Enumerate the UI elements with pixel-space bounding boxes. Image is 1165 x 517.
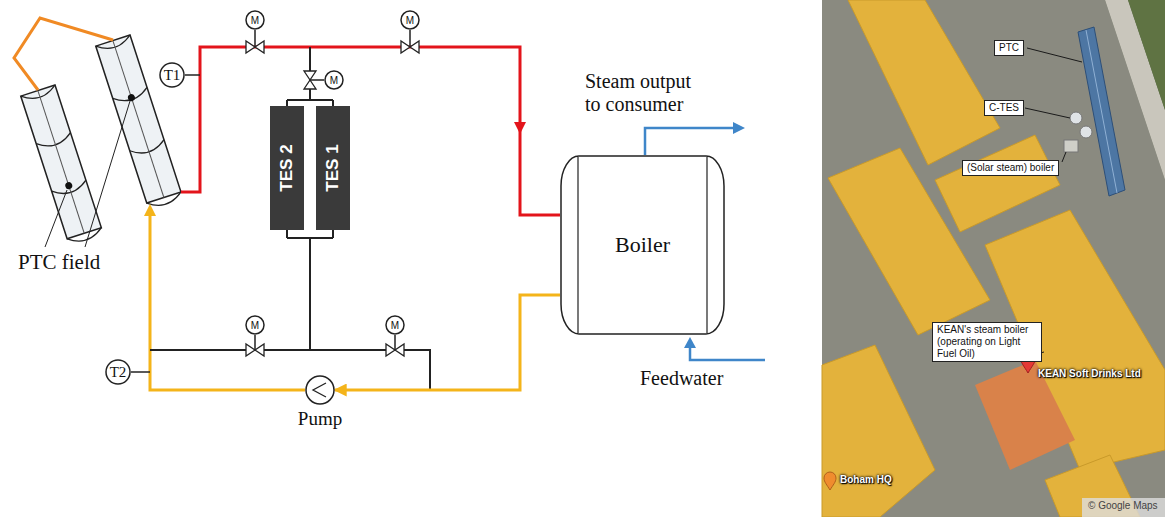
map-roof	[848, 0, 1000, 165]
valve-actuator: M	[400, 10, 420, 30]
storage-tank: TES 1	[316, 106, 350, 230]
map-ground	[822, 0, 1165, 517]
cold-pipe	[150, 214, 305, 390]
pump-symbol: Pump	[305, 375, 335, 405]
flow-arrow	[733, 122, 745, 134]
pipe-connector	[335, 295, 560, 390]
circle-shell	[325, 71, 343, 89]
leader-line	[1022, 48, 1082, 358]
collector-trough	[21, 85, 104, 245]
collector-strip	[1078, 27, 1125, 196]
actuator-tag: M	[330, 75, 338, 86]
boiler-name: Boiler	[615, 232, 670, 258]
flow-arrow	[514, 122, 526, 134]
boiler-drum: Boiler	[560, 155, 725, 335]
credit-patch	[1082, 498, 1165, 517]
tank-name: TES 1	[323, 144, 343, 191]
collector-trough	[96, 35, 183, 210]
receiver-dot	[127, 93, 136, 102]
circle-shell	[401, 11, 419, 29]
callout-text: C-TES	[989, 102, 1019, 114]
sensor-tag: T1	[164, 67, 181, 84]
trough-outline	[21, 85, 102, 239]
circle-shell	[246, 316, 264, 334]
circle-outline	[305, 375, 335, 405]
leader-line	[45, 101, 130, 247]
valve-actuator: M	[245, 315, 265, 335]
actuator-tag: M	[251, 15, 259, 26]
drum-shell	[561, 156, 724, 334]
valve-symbol	[401, 41, 419, 53]
valve-symbol	[304, 71, 316, 89]
callout-text: KEAN's steam boiler (operating on Light …	[937, 324, 1037, 360]
receiver-tube	[113, 41, 164, 198]
boiler-roof	[1064, 140, 1078, 152]
receiver-dot	[64, 181, 73, 190]
sensor-tap	[185, 74, 200, 76]
storage-tank: TES 2	[270, 106, 304, 230]
satellite-map	[822, 0, 1165, 517]
circle-shell	[306, 376, 334, 404]
pump-impeller	[313, 383, 326, 397]
tank-name: TES 2	[277, 144, 297, 191]
flow-label: Feedwater	[640, 367, 723, 390]
map-greenery	[1128, 0, 1165, 110]
map-callout: C-TES	[984, 100, 1024, 116]
map-callout: (Solar steam) boiler	[962, 160, 1059, 176]
valve-symbol	[246, 41, 264, 53]
temperature-sensor: T2	[105, 359, 131, 385]
trough-outline	[96, 35, 181, 203]
map-callout: KEAN's steam boiler (operating on Light …	[932, 322, 1042, 362]
valve-actuator: M	[324, 70, 344, 90]
callout-text: (Solar steam) boiler	[967, 162, 1054, 174]
place-label: Boham HQ	[840, 474, 892, 486]
map-pin	[824, 472, 836, 490]
map-ground	[822, 0, 1165, 517]
trough-module	[96, 35, 183, 210]
map-callout: PTC	[994, 40, 1024, 56]
map-roof	[822, 345, 935, 517]
valve-symbol	[386, 344, 404, 356]
feedwater-line	[690, 347, 765, 360]
actuator-tag: M	[391, 320, 399, 331]
storage-tank-roof	[1080, 126, 1092, 138]
actuator-tag: M	[406, 15, 414, 26]
drum-head	[578, 157, 707, 333]
valve-actuator: M	[385, 315, 405, 335]
valve-symbol	[246, 344, 264, 356]
circle-shell	[246, 11, 264, 29]
sensor-tap	[131, 371, 150, 373]
hot-pipe	[181, 47, 560, 215]
temperature-sensor: T1	[159, 62, 185, 88]
circle-shell	[160, 63, 184, 87]
flow-arrow	[144, 204, 156, 216]
map-roof	[935, 135, 1060, 232]
collector-link	[14, 18, 113, 90]
receiver-tube	[38, 91, 84, 234]
valve-stem	[255, 30, 410, 350]
pump-name: Pump	[298, 408, 342, 430]
steam-line	[645, 128, 733, 155]
callout-text: PTC	[999, 42, 1019, 54]
collector-strip	[1086, 30, 1117, 193]
trough-module	[21, 85, 104, 245]
map-credit: © Google Maps	[1088, 500, 1158, 512]
bypass-pipe	[150, 350, 430, 390]
flow-arrow	[684, 337, 696, 348]
actuator-tag: M	[251, 320, 259, 331]
sensor-tag: T2	[110, 364, 127, 381]
storage-tank-roof	[1070, 112, 1082, 124]
field-label: PTC field	[18, 250, 100, 274]
circle-shell	[106, 360, 130, 384]
flow-label: Steam output to consumer	[585, 70, 703, 116]
place-label: KEAN Soft Drinks Ltd	[1038, 368, 1141, 380]
valve-actuator: M	[245, 10, 265, 30]
storage-pipe	[287, 230, 333, 350]
circle-shell	[386, 316, 404, 334]
